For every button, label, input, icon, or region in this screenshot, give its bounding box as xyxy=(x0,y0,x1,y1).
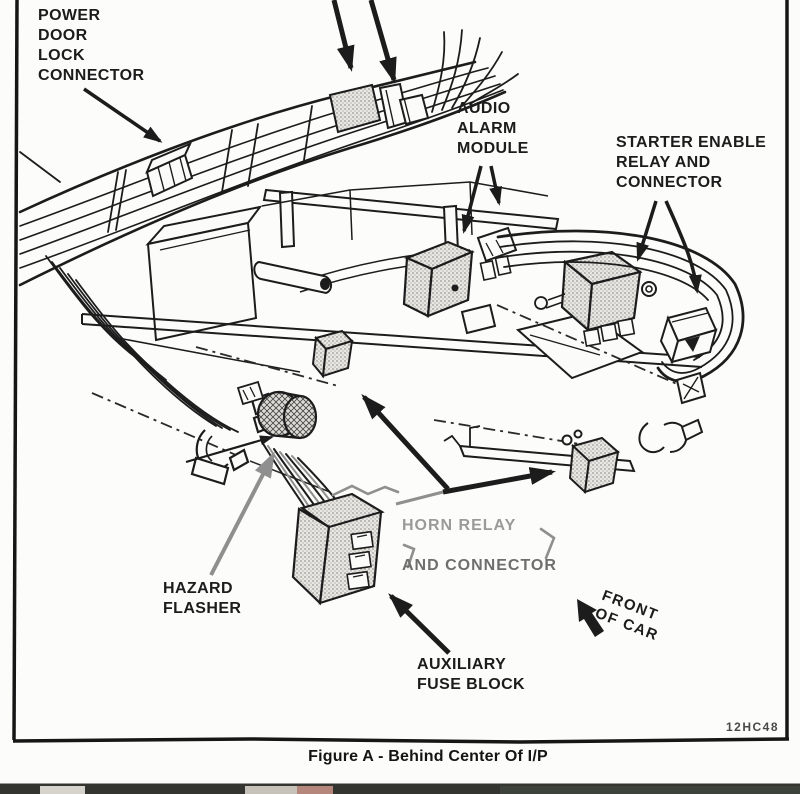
power-door-lock-connector-drawing xyxy=(145,142,194,198)
strip-shadow xyxy=(500,786,800,794)
starter-relay-drawing xyxy=(534,250,643,348)
audio-alarm-arrow-2 xyxy=(489,165,502,206)
strip-highlight-2 xyxy=(245,786,297,794)
starter-relay-arrow xyxy=(636,200,658,262)
label-horn-relay-line1: HORN RELAY xyxy=(402,517,517,534)
adjacent-photo-strip xyxy=(0,783,800,794)
horn-relay-drawing xyxy=(561,429,621,495)
aux-fuse-block-drawing xyxy=(291,492,385,606)
aux-fuse-arrow xyxy=(388,593,451,655)
panel-plane-dash-lines xyxy=(91,304,687,462)
top-harness-connectors xyxy=(328,82,430,134)
horn-relay-arrow xyxy=(442,467,556,495)
strip-highlight-1 xyxy=(40,786,85,794)
starter-connector-arrow xyxy=(664,200,702,294)
power-door-lock-arrow xyxy=(83,87,163,143)
figure-border xyxy=(12,0,790,744)
front-of-car-arrow xyxy=(577,599,604,637)
top-harness xyxy=(18,29,519,287)
label-power-door-lock: POWER DOOR LOCK CONNECTOR xyxy=(38,7,145,84)
strip-highlight-3 xyxy=(297,786,333,794)
horn-arrow-tail xyxy=(395,490,444,506)
clip-arrow xyxy=(361,394,450,491)
starter-connector-drawing xyxy=(659,306,718,365)
top-arrow-2 xyxy=(368,0,397,84)
label-auxiliary-fuse-block: AUXILIARY FUSE BLOCK xyxy=(417,656,525,693)
lower-harness-branch xyxy=(45,255,239,433)
audio-alarm-module-drawing xyxy=(402,226,518,318)
hazard-flasher-drawing xyxy=(236,380,318,440)
harness-clip-drawing xyxy=(190,429,250,486)
flasher-thin-arrow xyxy=(185,435,274,464)
clip-target-connector xyxy=(311,329,354,379)
label-horn-relay: HORN RELAY AND CONNECTOR xyxy=(402,496,557,596)
label-audio-alarm-module: AUDIO ALARM MODULE xyxy=(457,100,529,157)
audio-alarm-arrow-1 xyxy=(461,165,483,234)
label-starter-enable-relay: STARTER ENABLE RELAY AND CONNECTOR xyxy=(616,134,767,191)
hazard-flasher-arrow xyxy=(209,451,275,576)
horn-leader-marks xyxy=(331,484,556,569)
right-clips xyxy=(460,303,707,454)
callout-arrows xyxy=(83,0,702,655)
top-arrow-1 xyxy=(331,0,355,72)
label-hazard-flasher: HAZARD FLASHER xyxy=(163,580,242,617)
figure-caption: Figure A - Behind Center Of I/P xyxy=(308,748,548,765)
label-horn-relay-line2: AND CONNECTOR xyxy=(402,557,557,574)
figure-code: 12HC48 xyxy=(726,720,780,734)
